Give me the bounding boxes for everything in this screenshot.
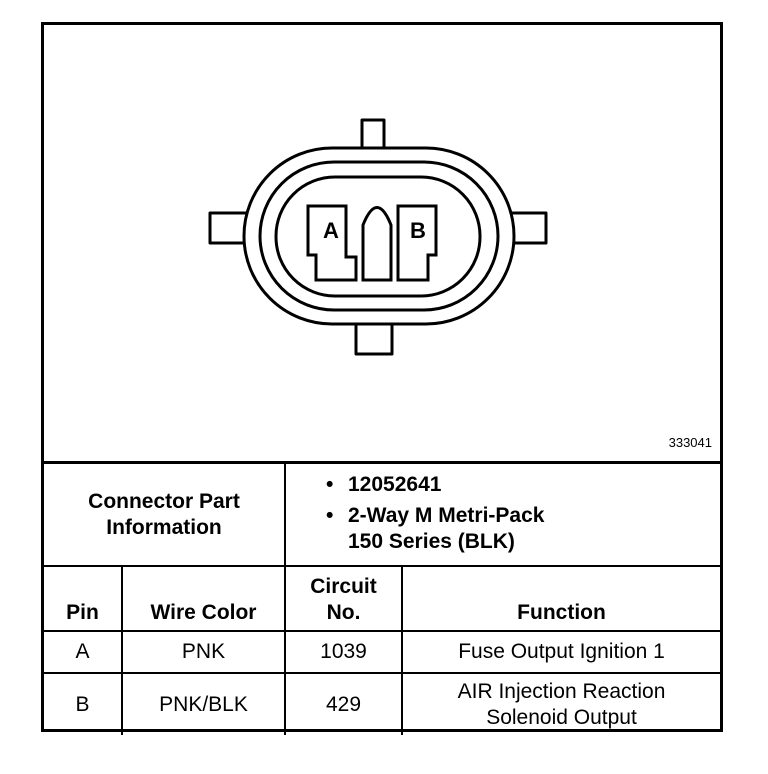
function-cell: Fuse Output Ignition 1: [400, 630, 721, 674]
connector-part-label-line1: Connector Part: [88, 489, 240, 513]
circuit-header-line1: Circuit: [310, 575, 377, 598]
part-number: 12052641: [348, 473, 442, 496]
connector-type-line2: 150 Series (BLK): [348, 530, 515, 553]
pin-cell: B: [44, 672, 123, 735]
part-number-item: 12052641: [326, 472, 720, 498]
wire-color-cell: PNK: [121, 630, 286, 674]
connector-part-label: Connector Part Information: [44, 464, 286, 567]
connector-info-table: Connector Part Information 12052641 2-Wa…: [44, 464, 721, 735]
figure-number: 333041: [668, 435, 712, 450]
wire-color-cell: PNK/BLK: [121, 672, 286, 735]
function-line: Fuse Output Ignition 1: [458, 640, 665, 663]
pin-cell: A: [44, 630, 123, 674]
connector-type-item: 2-Way M Metri-Pack 150 Series (BLK): [326, 503, 720, 555]
function-line: Solenoid Output: [486, 705, 637, 729]
cavity-b-label: B: [410, 218, 426, 243]
circuit-cell: 1039: [284, 630, 403, 674]
cavity-a-label: A: [323, 218, 339, 243]
circuit-header: Circuit No.: [284, 565, 403, 632]
table-row: A PNK 1039 Fuse Output Ignition 1: [44, 630, 721, 674]
cavity-b-outline: [396, 204, 438, 282]
table-row: B PNK/BLK 429 AIR Injection Reaction Sol…: [44, 672, 721, 735]
connector-part-values: 12052641 2-Way M Metri-Pack 150 Series (…: [283, 464, 721, 567]
connector-frame: A B 333041 Connector Part Information 12…: [41, 22, 723, 735]
function-cell: AIR Injection Reaction Solenoid Output: [400, 672, 721, 735]
pin-header: Pin: [44, 565, 123, 632]
connector-type-line1: 2-Way M Metri-Pack: [348, 504, 545, 527]
wire-color-header: Wire Color: [121, 565, 286, 632]
circuit-header-line2: No.: [326, 601, 361, 624]
circuit-cell: 429: [284, 672, 403, 735]
pin-table-header-row: Pin Wire Color Circuit No. Function: [44, 565, 721, 632]
connector-diagram: A B 333041: [44, 25, 720, 464]
connector-part-row: Connector Part Information 12052641 2-Wa…: [44, 464, 721, 567]
connector-part-label-line2: Information: [106, 515, 222, 539]
connector-face-drawing: A B: [208, 118, 548, 356]
center-keyway-slot: [361, 206, 393, 282]
connector-part-list: 12052641 2-Way M Metri-Pack 150 Series (…: [326, 472, 720, 555]
function-header: Function: [400, 565, 721, 632]
cavity-a-outline: [306, 204, 358, 282]
function-line: AIR Injection Reaction: [457, 679, 666, 703]
